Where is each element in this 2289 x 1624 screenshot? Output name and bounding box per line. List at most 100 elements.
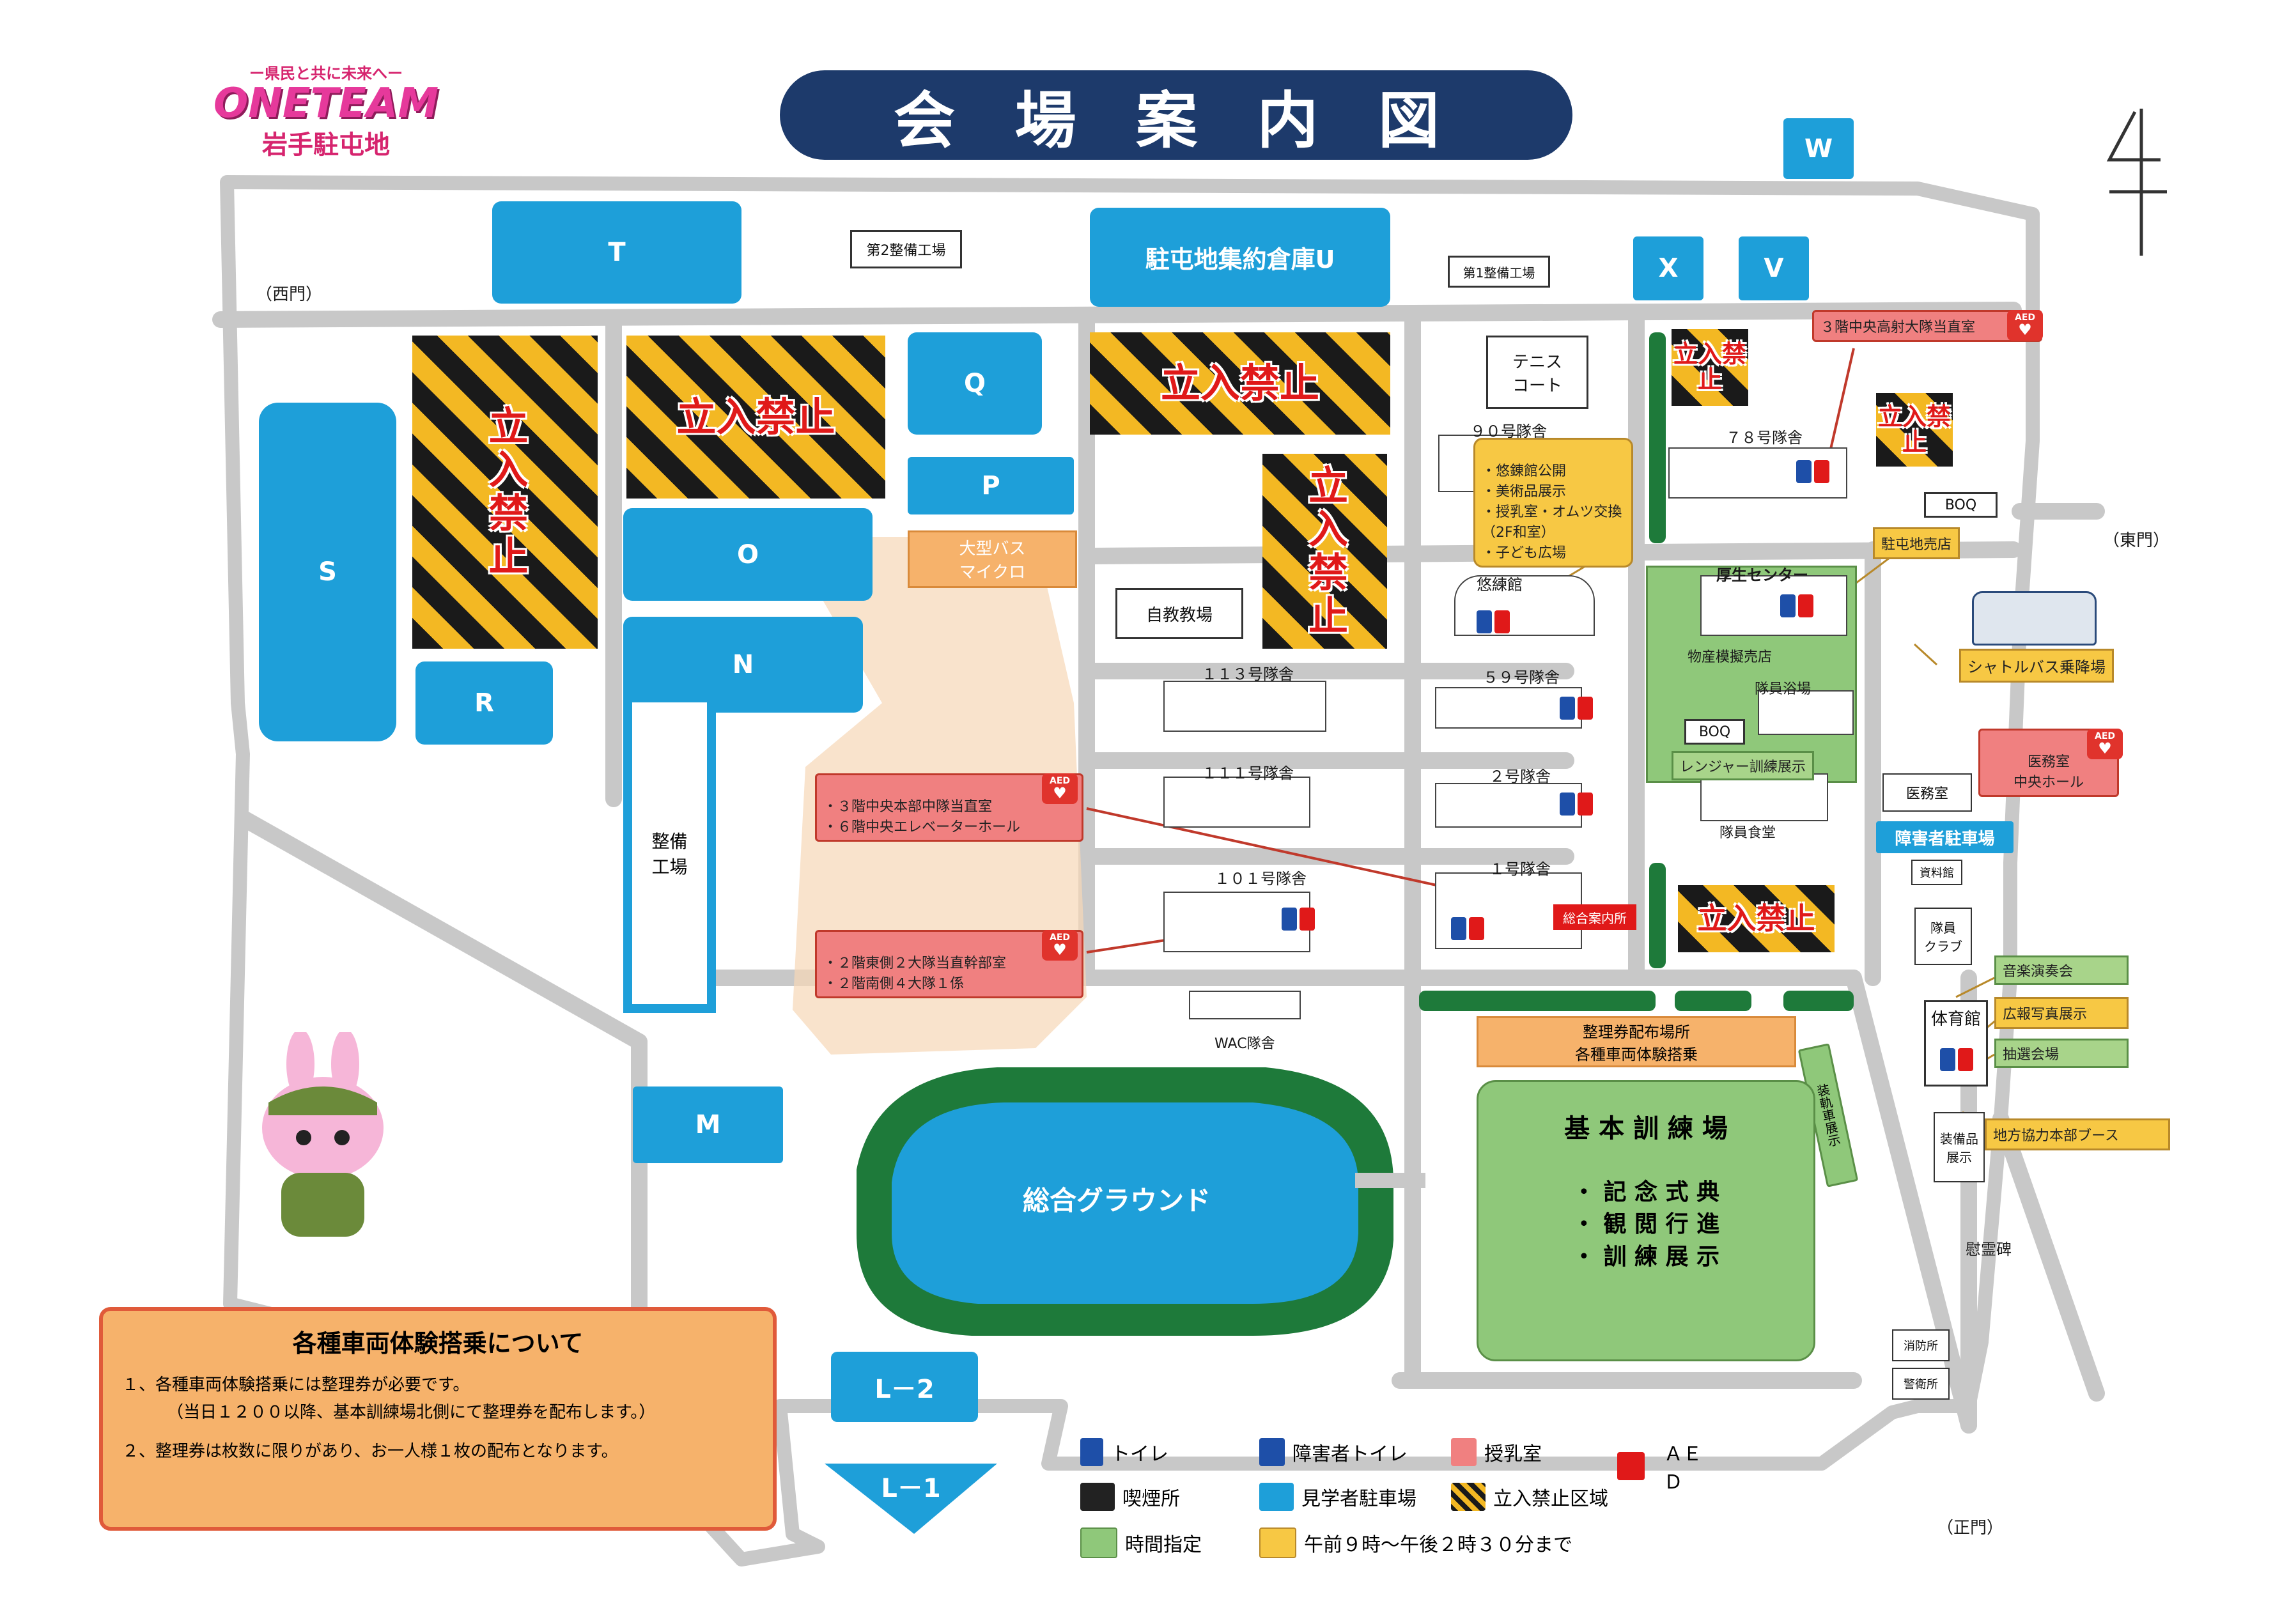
ticket-area: 整理券配布場所 各種車両体験搭乗 <box>1477 1016 1796 1067</box>
bldg-2 <box>1435 783 1582 828</box>
aed-icon: AED♥ <box>1042 773 1078 804</box>
parking-s: S <box>259 403 396 741</box>
wheelchair-icon <box>1259 1438 1285 1466</box>
shuttle-callout: シャトルバス乗降場 <box>1959 649 2114 683</box>
ranger-label: レンジャー訓練展示 <box>1672 751 1814 780</box>
aed-callout-78: ３階中央高射大隊当直室 <box>1812 310 2042 342</box>
logo-main: ONETEAM <box>213 80 439 127</box>
medical-office: 医務室 <box>1882 773 1972 812</box>
bldg-111-label: １１１号隊舎 <box>1202 764 1294 782</box>
music-callout: 音楽演奏会 <box>1994 955 2129 985</box>
smoking-icon <box>1080 1483 1115 1511</box>
parking-o: O <box>623 508 873 601</box>
bath-label: 隊員浴場 <box>1755 681 1812 697</box>
bldg-90-label: ９０号隊舎 <box>1470 422 1547 440</box>
notice-line1b: （当日１２００以降、基本訓練場北側にて整理券を配布します。） <box>167 1403 656 1422</box>
bldg-1-label: １号隊舎 <box>1489 860 1551 878</box>
restricted-icon <box>1451 1483 1486 1511</box>
aed-icon: AED♥ <box>2007 310 2043 341</box>
wac-label: WAC隊舎 <box>1214 1036 1275 1052</box>
repair-shop-2: 第2整備工場 <box>850 230 962 268</box>
legend: トイレ 障害者トイレ 授乳室 ＡＥＤ 喫煙所 見学者駐車場 立入禁止区域 時間指… <box>1080 1438 1719 1572</box>
dining-label: 隊員食堂 <box>1719 825 1776 841</box>
north-arrow-icon <box>2106 109 2167 256</box>
toilet-icon <box>1780 594 1813 617</box>
parking-m: M <box>633 1087 783 1163</box>
tennis-court: テニス コート <box>1486 336 1588 409</box>
soubi-display: 装備品 展示 <box>1934 1112 1985 1182</box>
toilet-icon <box>1560 697 1593 720</box>
parking-p: P <box>908 457 1074 514</box>
bussan-label: 物産模擬売店 <box>1688 649 1773 665</box>
restricted-area-7: 立入禁止 <box>1678 885 1835 952</box>
time-yellow-icon <box>1259 1527 1296 1558</box>
handicap-parking: 障害者駐車場 <box>1876 821 2014 853</box>
yuren-label: 悠練館 <box>1477 576 1523 594</box>
bldg-111 <box>1163 777 1310 828</box>
bldg-113 <box>1163 681 1326 732</box>
restricted-area-4: 立入禁止 <box>1262 454 1387 649</box>
driving-school: 自教教場 <box>1115 588 1243 639</box>
mascot-image <box>237 1029 403 1249</box>
aed-callout-101: ・２階東側２大隊当直幹部室 ・２階南側４大隊１係 <box>815 930 1083 998</box>
kosei-center <box>1700 575 1847 636</box>
basic-item-3: ・ 訓 練 展 示 <box>1572 1243 1720 1270</box>
parking-r: R <box>415 661 553 745</box>
notice-line1: １、各種車両体験搭乗には整理券が必要です。 <box>122 1375 470 1395</box>
parking-x: X <box>1633 236 1703 300</box>
toilet-icon <box>1477 610 1510 633</box>
notice-line2: ２、整理券は枚数に限りがあり、お一人様１枚の配布となります。 <box>122 1442 618 1461</box>
bldg-101-label: １０１号隊舎 <box>1214 870 1307 888</box>
restricted-area-5: 立入禁止 <box>1672 329 1748 406</box>
bus-parking: 大型バス マイクロ <box>908 530 1077 588</box>
parking-t: T <box>492 201 741 304</box>
yuren-hall <box>1454 575 1595 636</box>
dining <box>1700 773 1828 821</box>
bath <box>1758 690 1854 735</box>
aed-callout-hq: ・３階中央本部中隊当直室 ・６階中央エレベーターホール <box>815 773 1083 842</box>
green-bar-v1 <box>1649 332 1666 543</box>
toilet-icon <box>1451 917 1484 940</box>
parking-l2: L－2 <box>831 1352 978 1422</box>
shop-callout: 駐屯地売店 <box>1873 527 1960 559</box>
restricted-area-1: 立入禁止 <box>412 336 598 649</box>
toilet-icon <box>1560 793 1593 816</box>
fire-station: 消防所 <box>1892 1329 1950 1361</box>
yuren-events-callout: ・悠錬館公開 ・美術品展示 ・授乳室・オムツ交換 （2F和室） ・子ども広場 <box>1473 438 1633 568</box>
aed-icon <box>1617 1452 1645 1480</box>
lottery-callout: 抽選会場 <box>1994 1039 2129 1068</box>
repair-shop-1: 第1整備工場 <box>1448 256 1550 288</box>
logo-sub: 岩手駐屯地 <box>262 130 390 160</box>
green-bar-1 <box>1419 991 1656 1011</box>
gym: 体育館 <box>1924 1000 1988 1087</box>
parking-l1: L－1 <box>881 1474 941 1503</box>
aed-icon: AED♥ <box>2087 729 2123 759</box>
parking-icon <box>1259 1483 1294 1511</box>
notice-box: 各種車両体験搭乗について １、各種車両体験搭乗には整理券が必要です。 （当日１２… <box>99 1307 777 1531</box>
basic-training-field: 基 本 訓 練 場 ・ 記 念 式 典 ・ 観 閲 行 進 ・ 訓 練 展 示 <box>1477 1080 1815 1361</box>
logo: ー県民と共に未来へー ONETEAM 岩手駐屯地 <box>211 61 441 176</box>
notice-title: 各種車両体験搭乗について <box>292 1329 584 1357</box>
club: 隊員 クラブ <box>1914 908 1972 965</box>
info-desk: 総合案内所 <box>1553 904 1636 930</box>
bldg-113-label: １１３号隊舎 <box>1202 665 1294 683</box>
workshop: 整備 工場 <box>623 693 716 1013</box>
shuttle-bus-icon <box>1972 591 2097 646</box>
basic-item-1: ・ 記 念 式 典 <box>1572 1179 1720 1205</box>
time-green-icon <box>1080 1527 1117 1558</box>
guard-house: 警衛所 <box>1892 1368 1950 1400</box>
parking-w: W <box>1783 118 1854 179</box>
bldg-78-label: ７８号隊舎 <box>1726 429 1803 447</box>
title-text: 会 場 案 内 図 <box>894 84 1459 157</box>
photo-callout: 広報写真展示 <box>1994 997 2129 1029</box>
aed-icon: AED♥ <box>1042 930 1078 961</box>
basic-item-2: ・ 観 閲 行 進 <box>1572 1211 1720 1238</box>
bldg-2-label: ２号隊舎 <box>1489 768 1551 785</box>
green-bar-3 <box>1783 991 1854 1011</box>
toilet-icon <box>1940 1048 1973 1071</box>
page-title: 会 場 案 内 図 <box>780 70 1572 160</box>
main-gate-label: （正門） <box>1937 1519 2004 1538</box>
green-bar-v2 <box>1649 863 1666 968</box>
wac-bldg <box>1189 991 1301 1019</box>
boq-2: BOQ <box>1684 719 1745 745</box>
